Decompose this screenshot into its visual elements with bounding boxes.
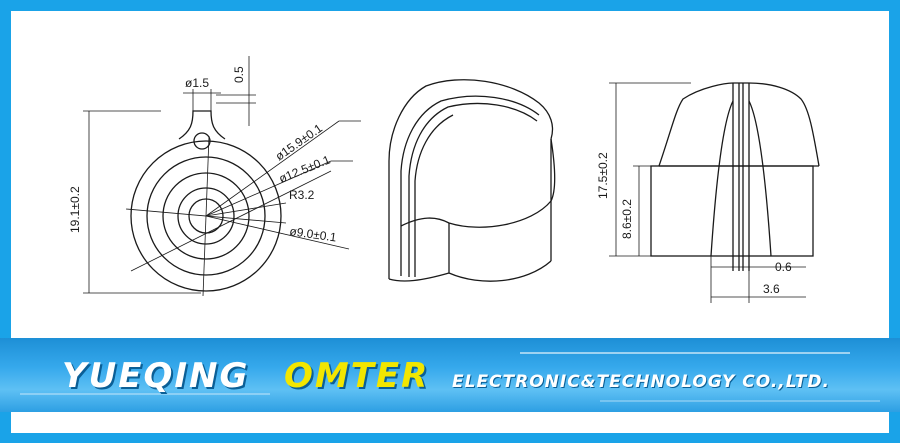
dim-top-width: ø1.5 <box>185 76 209 90</box>
brand-name-omter: OMTER <box>284 356 430 396</box>
mid-circle <box>146 156 266 276</box>
dim-top-height: 0.5 <box>232 66 246 83</box>
bottom-strip <box>11 412 889 433</box>
dim-inner-diameter: ø9.0±0.1 <box>289 224 338 244</box>
technical-drawing: ø1.5 0.5 19.1±0.2 ø15.9±0.1 ø12.5±0.1 R3… <box>11 11 889 338</box>
dim-radius: R3.2 <box>289 188 315 202</box>
dim-base-height: 8.6±0.2 <box>620 199 634 239</box>
company-suffix: ELECTRONIC&TECHNOLOGY CO.,LTD. <box>452 372 830 392</box>
brand-name-yueqing: YUEQING <box>62 356 250 396</box>
inner-circle <box>162 172 250 260</box>
dim-overall-height: 19.1±0.2 <box>68 186 82 233</box>
outer-circle <box>130 140 282 292</box>
company-banner <box>0 338 900 412</box>
dim-slot-width: 0.6 <box>775 260 792 274</box>
dim-total-height: 17.5±0.2 <box>596 152 610 199</box>
front-view <box>83 56 361 297</box>
perspective-view <box>388 79 556 282</box>
side-view <box>609 82 820 303</box>
dim-slot-outer: 3.6 <box>763 282 780 296</box>
drawing-svg: ø1.5 0.5 19.1±0.2 ø15.9±0.1 ø12.5±0.1 R3… <box>68 56 820 303</box>
